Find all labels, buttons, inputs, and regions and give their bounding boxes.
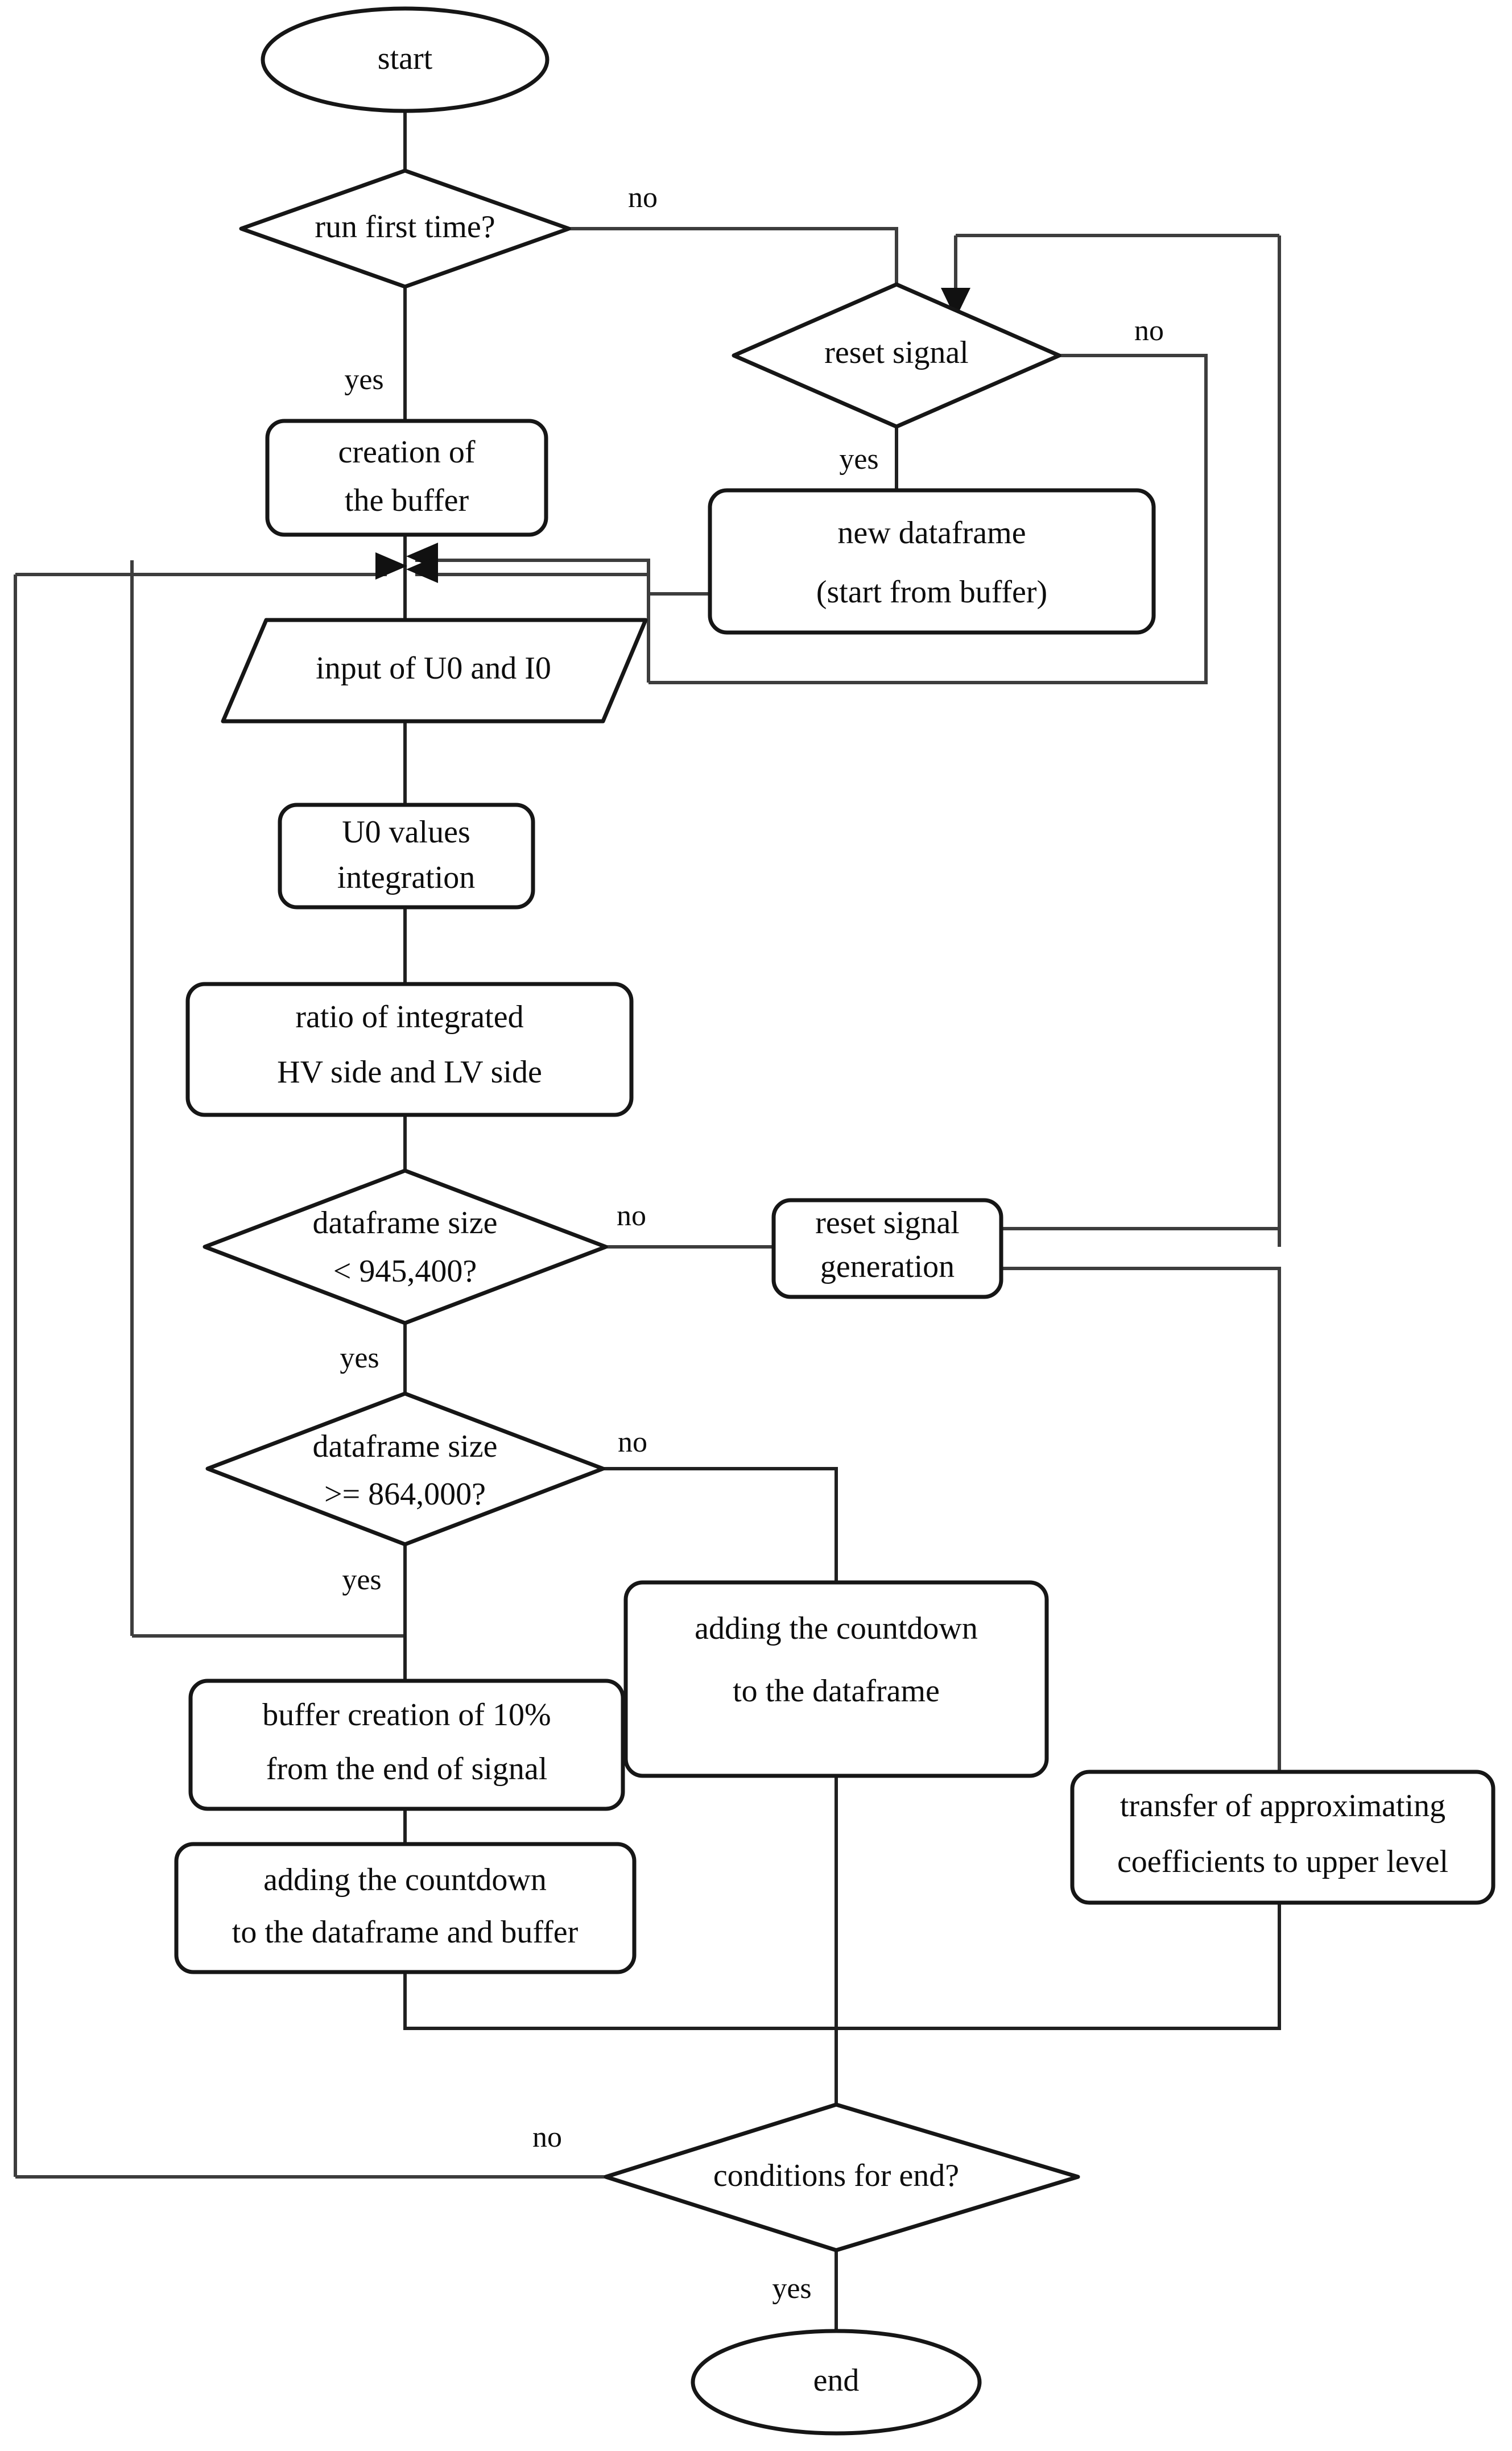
edge-label-size-gte-yes: yes	[342, 1564, 381, 1596]
node-ratio-integrated-line1: ratio of integrated	[295, 999, 523, 1035]
edge-run-first-time-no	[569, 227, 898, 283]
node-creation-of-buffer-line2: the buffer	[345, 483, 469, 518]
node-input-u0-i0[interactable]	[221, 618, 648, 724]
edge-label-run-first-time-yes: yes	[344, 363, 383, 396]
edge-label-reset-signal-yes: yes	[839, 443, 878, 476]
node-buffer-creation-10-line2: from the end of signal	[266, 1751, 548, 1787]
arrowhead-merge-right-in-lower	[406, 556, 438, 583]
edge-transfer-to-merge	[836, 1872, 1281, 2030]
node-run-first-time-label: run first time?	[315, 209, 495, 245]
node-adding-countdown-dataframe[interactable]	[623, 1580, 1049, 1778]
edge-reset-gen-to-transfer	[1001, 1267, 1281, 1772]
node-dataframe-size-lt-line1: dataframe size	[313, 1205, 498, 1241]
node-reset-signal[interactable]	[732, 282, 1061, 429]
node-ratio-integrated-line2: HV side and LV side	[277, 1055, 542, 1090]
arrowhead-into-reset-signal	[941, 288, 970, 319]
node-adding-countdown-dataframe-buffer-line2: to the dataframe and buffer	[232, 1915, 579, 1950]
node-dataframe-size-lt[interactable]	[203, 1168, 608, 1325]
edge-new-dataframe-to-merge	[415, 559, 710, 596]
node-new-dataframe-line1: new dataframe	[837, 515, 1026, 551]
edge-label-conditions-no: no	[532, 2121, 562, 2154]
node-dataframe-size-gte-line2: >= 864,000?	[324, 1477, 486, 1512]
node-u0-integration[interactable]	[278, 803, 535, 910]
node-end[interactable]	[691, 2329, 982, 2436]
edge-label-reset-signal-no: no	[1134, 315, 1164, 347]
node-adding-countdown-dataframe-line1: adding the countdown	[695, 1611, 978, 1646]
node-transfer-coefficients-line2: coefficients to upper level	[1117, 1844, 1448, 1879]
node-u0-integration-line1: U0 values	[342, 815, 470, 850]
node-conditions-for-end[interactable]	[604, 2102, 1080, 2252]
node-reset-signal-generation-line2: generation	[820, 1249, 955, 1284]
edge-label-run-first-time-no: no	[628, 181, 658, 214]
node-start-label: start	[378, 41, 433, 76]
edge-label-size-gte-no: no	[618, 1426, 647, 1458]
node-reset-signal-label: reset signal	[824, 335, 968, 370]
node-adding-countdown-dataframe-buffer-line1: adding the countdown	[263, 1862, 547, 1898]
edge-label-size-lt-no: no	[617, 1200, 646, 1232]
node-transfer-coefficients[interactable]	[1070, 1770, 1496, 1905]
node-reset-signal-generation-line1: reset signal	[815, 1205, 959, 1241]
node-end-label: end	[813, 2363, 860, 2398]
arrowhead-merge-left-in	[375, 552, 407, 580]
edge-label-size-lt-yes: yes	[340, 1342, 379, 1374]
node-transfer-coefficients-line1: transfer of approximating	[1120, 1788, 1445, 1824]
edge-reset-signal-no	[648, 354, 1208, 684]
node-run-first-time[interactable]	[239, 168, 571, 289]
node-creation-of-buffer-line1: creation of	[338, 435, 476, 470]
node-new-dataframe-line2: (start from buffer)	[816, 574, 1047, 610]
node-creation-of-buffer[interactable]	[265, 419, 548, 537]
node-dataframe-size-gte[interactable]	[205, 1391, 605, 1547]
node-adding-countdown-dataframe-buffer[interactable]	[174, 1842, 637, 1974]
node-reset-signal-generation[interactable]	[771, 1198, 1003, 1299]
edge-size-gte-no	[603, 1467, 838, 1582]
node-conditions-for-end-label: conditions for end?	[713, 2158, 959, 2193]
node-buffer-creation-10-line1: buffer creation of 10%	[262, 1697, 551, 1733]
node-u0-integration-line2: integration	[337, 860, 476, 895]
node-dataframe-size-lt-line2: < 945,400?	[333, 1254, 477, 1289]
node-new-dataframe[interactable]	[708, 488, 1156, 635]
node-input-u0-i0-label: input of U0 and I0	[316, 651, 551, 686]
edge-label-conditions-yes: yes	[772, 2272, 811, 2305]
node-adding-countdown-dataframe-line2: to the dataframe	[733, 1673, 940, 1709]
node-buffer-creation-10[interactable]	[188, 1679, 625, 1811]
node-dataframe-size-gte-line1: dataframe size	[313, 1429, 498, 1464]
node-ratio-integrated[interactable]	[185, 982, 634, 1117]
node-start[interactable]	[261, 6, 550, 113]
